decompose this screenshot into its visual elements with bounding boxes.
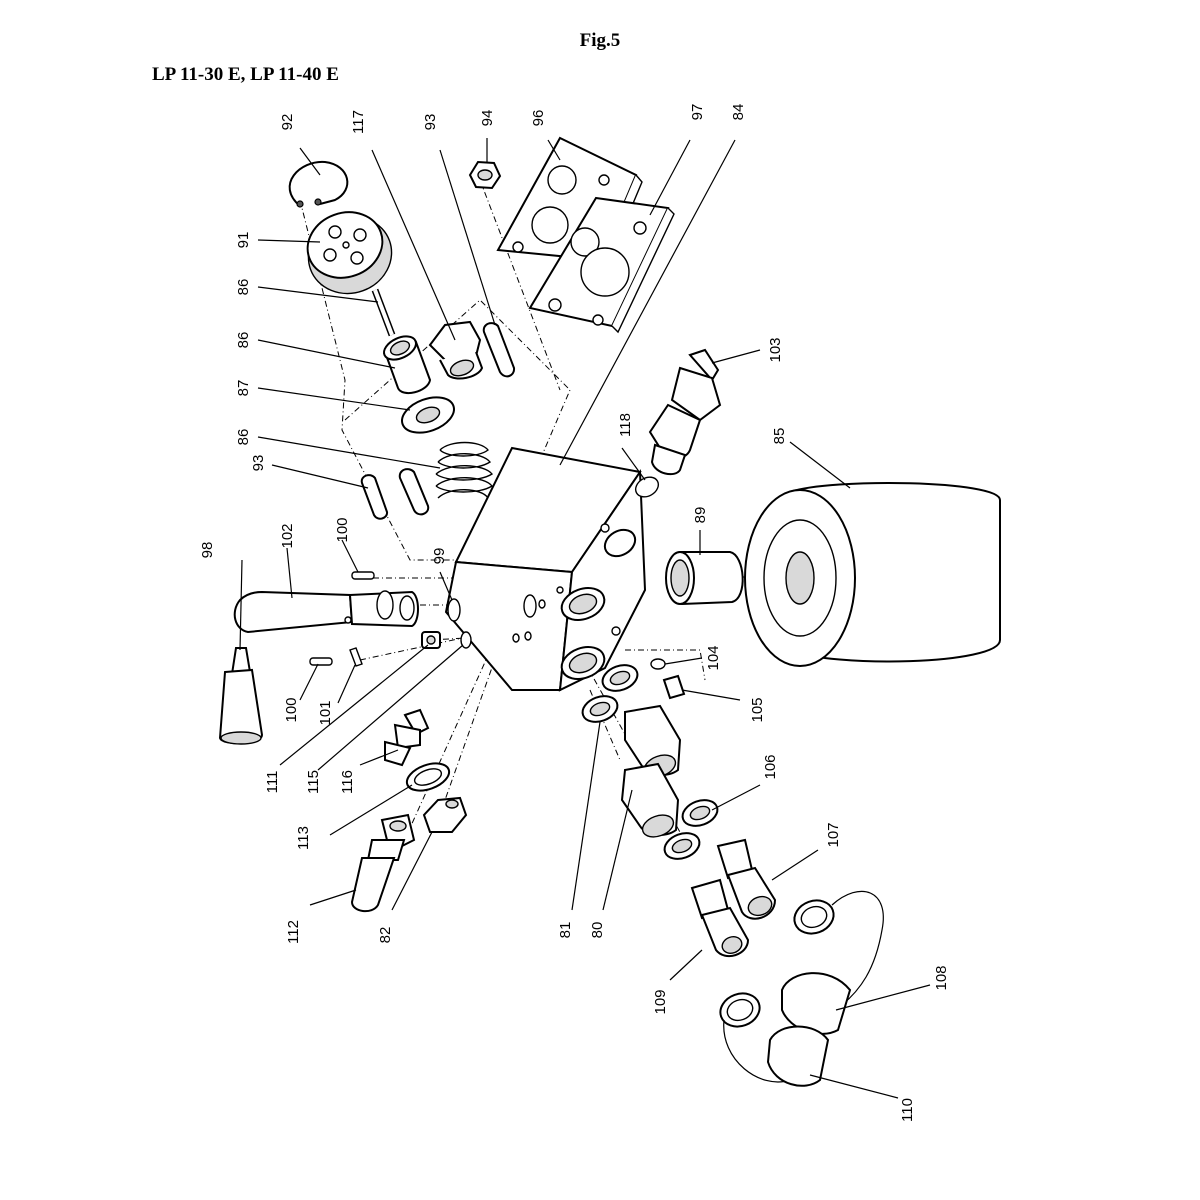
callout-101: 101 [317, 700, 334, 725]
seal-81 [581, 695, 619, 723]
o-ring-block-b [512, 599, 546, 643]
callout-117: 117 [350, 110, 367, 134]
washer-115 [460, 631, 472, 649]
dowel-pin-93-top [482, 322, 516, 378]
coupling-109 [690, 878, 750, 958]
callout-100-top: 100 [334, 517, 351, 542]
callout-111: 111 [264, 771, 281, 794]
snap-ring-92 [288, 160, 349, 208]
callout-113: 113 [295, 826, 312, 850]
callout-87: 87 [235, 380, 252, 397]
callout-102: 102 [279, 523, 296, 548]
fitting-82 [422, 796, 468, 833]
callout-86-a: 86 [235, 279, 252, 296]
valve-103 [648, 348, 722, 476]
callout-81: 81 [557, 922, 574, 939]
dowel-pin-93-left [360, 474, 389, 520]
callout-112: 112 [285, 920, 302, 944]
callout-109: 109 [652, 989, 669, 1014]
coupling-107 [716, 838, 777, 920]
sleeve-86-middle [383, 335, 432, 395]
callout-82: 82 [377, 927, 394, 944]
callout-84: 84 [730, 104, 747, 121]
callout-86-b: 86 [235, 332, 252, 349]
cap-108 [781, 972, 852, 1035]
pin-86-top [371, 288, 396, 337]
callout-80: 80 [589, 922, 606, 939]
fitting-117 [428, 320, 484, 380]
cap-110 [766, 1025, 830, 1087]
callout-labels: 92 117 93 94 96 97 84 91 86 86 87 86 93 … [199, 104, 950, 1122]
callout-106: 106 [762, 754, 779, 779]
dust-cap-tether [719, 890, 884, 1083]
spring-86-bottom [435, 441, 494, 499]
o-ring-99 [447, 598, 461, 622]
model-names: LP 11-30 E, LP 11-40 E [152, 64, 339, 85]
callout-97: 97 [689, 104, 706, 121]
callout-92: 92 [279, 114, 296, 131]
callout-94: 94 [479, 110, 496, 127]
screw-111 [421, 631, 441, 649]
o-ring-block-a [523, 594, 537, 618]
callout-108: 108 [933, 965, 950, 990]
callout-89: 89 [692, 507, 709, 524]
hose-fitting-112 [350, 813, 416, 913]
washer-87 [401, 396, 455, 434]
leader-lines [239, 138, 931, 1099]
callout-98: 98 [199, 542, 216, 559]
callout-105: 105 [749, 697, 766, 722]
callout-99: 99 [431, 548, 448, 565]
callout-93-top: 93 [422, 114, 439, 131]
figure-label: Fig.5 [580, 30, 621, 51]
dowel-pin-93-right [398, 468, 430, 516]
callout-86-c: 86 [235, 429, 252, 446]
callout-85: 85 [771, 428, 788, 445]
seal-80 [601, 664, 639, 692]
seal-106-lower [663, 832, 701, 860]
pin-100-bottom [309, 657, 333, 666]
handle-98 [218, 647, 264, 745]
screw-105 [662, 674, 686, 700]
callout-93-bottom: 93 [250, 455, 267, 472]
seal-ring-113 [405, 762, 451, 792]
seal-106-upper [681, 799, 719, 827]
washer-104 [650, 658, 666, 670]
callout-103: 103 [767, 337, 784, 362]
pin-100-top [351, 571, 375, 580]
nut-94 [468, 160, 502, 190]
callout-110: 110 [899, 1098, 916, 1122]
pin-101 [349, 647, 363, 667]
plate-97 [528, 196, 675, 334]
reservoir-85 [744, 481, 1001, 667]
disc-91 [306, 211, 393, 295]
callout-118: 118 [617, 413, 634, 437]
fitting-lower [620, 762, 680, 838]
callout-115: 115 [305, 770, 322, 794]
o-ring-118 [634, 476, 660, 498]
bushing-89 [665, 551, 744, 606]
callout-96: 96 [530, 110, 547, 127]
callout-104: 104 [705, 645, 722, 670]
fitting-116 [384, 708, 430, 767]
callout-107: 107 [825, 822, 842, 847]
callout-100-bottom: 100 [283, 697, 300, 722]
callout-116: 116 [339, 770, 356, 794]
callout-91: 91 [235, 232, 252, 249]
spool-102 [233, 590, 419, 634]
manifold-block-84 [444, 446, 647, 692]
